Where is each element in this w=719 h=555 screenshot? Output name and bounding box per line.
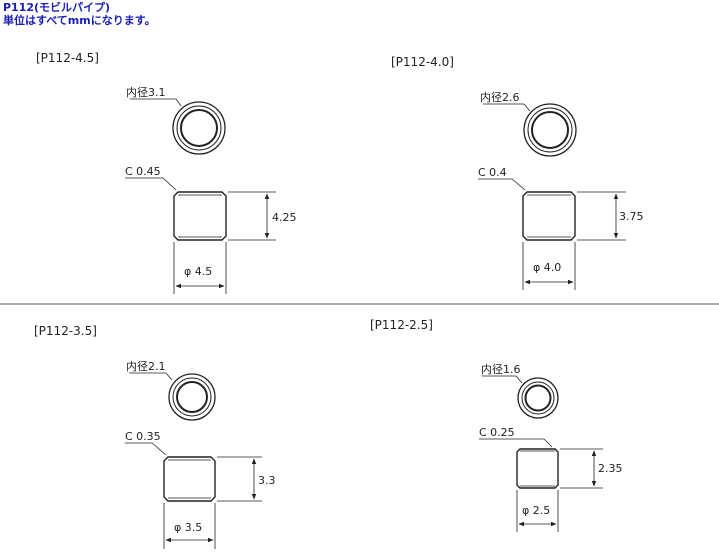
height-label: 3.75 (619, 210, 644, 223)
part-p112-3-5: [P112-3.5] 内径2.1 C 0.35 3.3 φ 3.5 (34, 324, 276, 549)
leader-line (129, 372, 173, 381)
diameter-dimension (173, 242, 227, 294)
diameter-label: φ 4.0 (533, 261, 561, 274)
page-title: P112(モビルパイプ) (3, 1, 111, 14)
chamfer-label: C 0.4 (478, 166, 507, 179)
diameter-label: φ 3.5 (174, 521, 202, 534)
pipe-side-view (516, 448, 559, 489)
inner-diameter-label: 内径3.1 (126, 85, 166, 99)
chamfer-label: C 0.25 (479, 426, 515, 439)
ring-top-view (523, 103, 577, 157)
part-label: [P112-2.5] (370, 318, 433, 332)
leader-line (478, 178, 526, 191)
leader-line (125, 177, 177, 191)
inner-diameter-label: 内径1.6 (481, 362, 521, 376)
height-dimension (577, 191, 626, 241)
leader-line (483, 103, 531, 112)
page-subtitle: 単位はすべてmmになります。 (3, 14, 156, 27)
ring-top-view (172, 101, 226, 155)
height-dimension (228, 191, 276, 241)
height-label: 3.3 (258, 474, 276, 487)
chamfer-label: C 0.35 (125, 430, 161, 443)
part-label: [P112-4.0] (391, 55, 454, 69)
part-p112-2-5: [P112-2.5] 内径1.6 C 0.25 2.35 φ 2.5 (370, 318, 623, 532)
inner-diameter-label: 内径2.6 (480, 90, 520, 104)
page-header: P112(モビルパイプ) 単位はすべてmmになります。 (3, 1, 156, 27)
height-label: 4.25 (272, 211, 297, 224)
pipe-side-view (173, 191, 227, 241)
chamfer-label: C 0.45 (125, 165, 161, 178)
part-label: [P112-4.5] (36, 51, 99, 65)
ring-top-view (517, 377, 559, 419)
diameter-label: φ 2.5 (522, 504, 550, 517)
diameter-dimension (522, 242, 576, 290)
inner-diameter-label: 内径2.1 (126, 359, 166, 373)
leader-line (479, 438, 553, 448)
pipe-side-view (163, 456, 216, 502)
height-dimension (560, 448, 603, 489)
part-p112-4-0: [P112-4.0] 内径2.6 C 0.4 3.75 φ 4.0 (391, 55, 644, 290)
part-label: [P112-3.5] (34, 324, 97, 338)
height-label: 2.35 (598, 462, 623, 475)
part-p112-4-5: [P112-4.5] 内径3.1 C 0.45 4.25 φ 4.5 (36, 51, 297, 294)
diameter-dimension (516, 490, 559, 532)
diameter-label: φ 4.5 (184, 265, 212, 278)
leader-line (125, 442, 167, 456)
ring-top-view (168, 373, 216, 421)
diameter-dimension (163, 503, 216, 549)
pipe-side-view (522, 191, 576, 241)
leader-line (482, 375, 523, 384)
height-dimension (217, 456, 262, 502)
leader-line (130, 98, 182, 107)
